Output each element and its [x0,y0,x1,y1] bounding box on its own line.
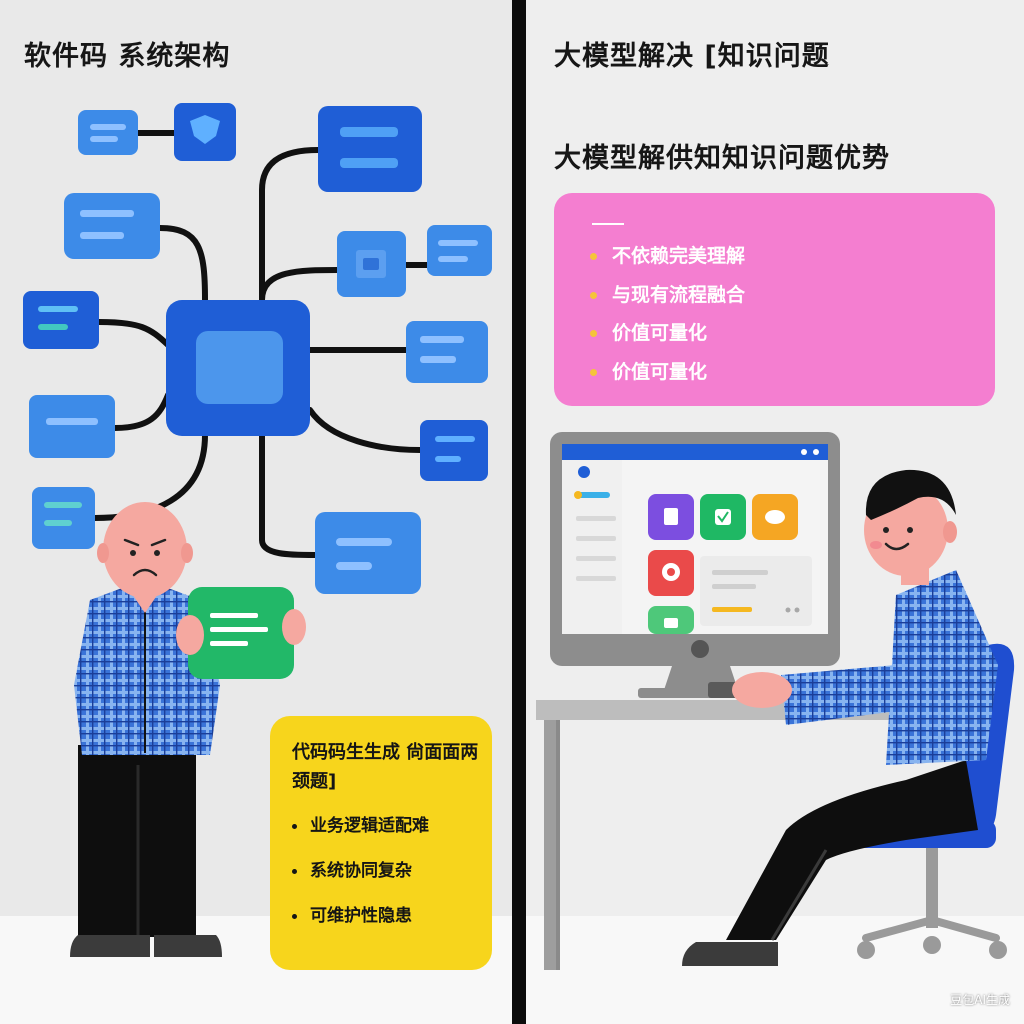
problem-item: 可维护性隐患 [292,894,429,939]
right-panel: 大模型解决 [知识问题 大模型解供知知识问题优势 不依赖完美理解 与现有流程融合… [526,0,1024,1024]
benefit-item: 不依赖完美理解 [590,237,745,276]
shoes [70,935,222,957]
architecture-diagram [23,103,492,594]
node-right-3 [420,420,488,481]
card-dash [592,223,624,225]
benefit-item: 价值可量化 [590,314,745,353]
problems-heading: 代码码生生成 尙面面两颈题] [292,742,479,792]
workstation-illustration [536,432,1015,970]
chat-icon [765,510,785,524]
check-icon [715,509,731,525]
document-icon [664,508,678,525]
left-panel: 软件码 系统架构 [0,41,512,1024]
problem-item: 系统协同复杂 [292,849,429,894]
node-left-3 [23,291,99,349]
shield-icon [190,115,220,144]
node-small-1 [78,110,138,155]
green-tablet [188,587,294,679]
monitor [550,432,840,698]
benefits-list: 不依赖完美理解 与现有流程融合 价值可量化 价值可量化 [590,237,745,391]
node-right-2 [406,321,488,383]
benefits-card: 不依赖完美理解 与现有流程融合 价值可量化 价值可量化 [554,193,995,406]
left-title: 软件码 系统架构 [24,41,231,72]
right-subtitle: 大模型解供知知识问题优势 [554,143,890,174]
watermark: 豆包AI生成 [950,993,1010,1007]
node-left-2 [64,193,160,259]
happy-user [682,469,998,966]
node-top-right [318,106,422,192]
node-bottom-right [315,512,421,594]
benefit-item: 价值可量化 [590,353,745,392]
confused-developer [70,502,306,957]
problem-item: 业务逻辑适配难 [292,804,429,849]
location-pin-icon [662,563,680,581]
right-title: 大模型解决 [知识问题 [554,41,830,72]
benefit-item: 与现有流程融合 [590,276,745,315]
camera-icon [664,618,678,628]
node-left-4 [29,395,115,458]
node-right-small-1 [427,225,492,276]
head [103,502,187,598]
divider [512,0,526,1024]
problems-list: 业务逻辑适配难 系统协同复杂 可维护性隐患 [292,804,429,939]
photo-icon [356,250,386,278]
problems-card: 代码码生生成 尙面面两颈题] 业务逻辑适配难 系统协同复杂 可维护性隐患 [270,716,492,970]
